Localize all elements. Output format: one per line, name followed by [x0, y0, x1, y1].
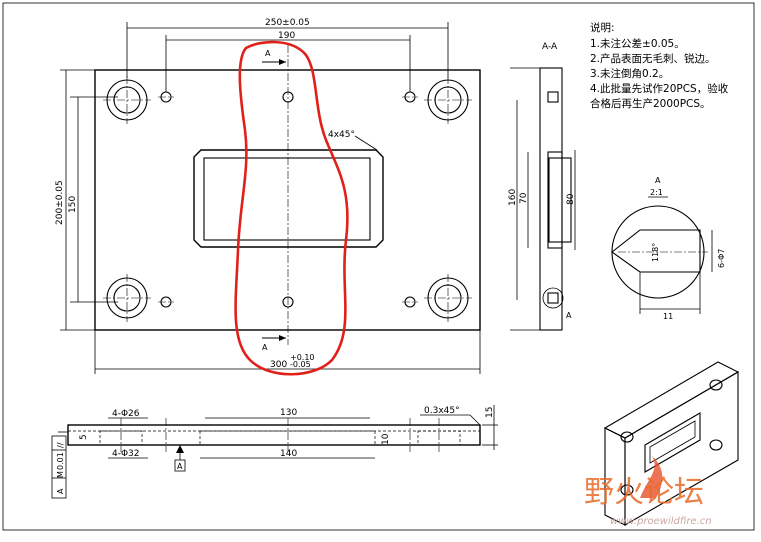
red-markup-outline [234, 40, 349, 376]
note-item: 2.产品表面无毛刺、锐边。 [590, 52, 716, 65]
dim-total: 160 [508, 189, 518, 206]
gdt-value: 0.01 [56, 452, 65, 470]
front-view: 4-Φ26 4-Φ32 130 140 0.3x45° 15 10 5 A // [51, 405, 498, 499]
detail-ref: A [566, 311, 572, 320]
dim-bottom-tol-lower: -0.05 [290, 360, 311, 369]
note-item: 4.此批量先试作20PCS，验收 [590, 82, 729, 95]
notes-block: 说明: 1.未注公差±0.05。 2.产品表面无毛刺、锐边。 3.未注倒角0.2… [590, 21, 729, 110]
section-view: A-A A 160 70 80 [508, 42, 576, 331]
notes-heading: 说明: [590, 21, 615, 34]
datum-box [174, 459, 186, 472]
central-window [193, 149, 384, 248]
gdt-modifier: M [56, 471, 65, 478]
note-item: 1.未注公差±0.05。 [590, 37, 685, 50]
dim-window-bottom: 140 [280, 449, 297, 459]
dim-overall-width: 250±0.05 [265, 18, 310, 28]
gdt-symbol: // [56, 442, 65, 448]
section-title: A-A [542, 42, 558, 52]
counterbore-hole-bottom-left [103, 274, 151, 322]
detail-scale: 2:1 [650, 188, 663, 197]
dim-thickness: 15 [485, 407, 495, 418]
dim-hole-height: 150 [68, 196, 78, 213]
watermark: 野火论坛 www.proewildfire.cn [584, 456, 712, 527]
detail-length: 11 [663, 312, 673, 321]
drawing-frame [2, 2, 755, 531]
front-chamfer: 0.3x45° [424, 406, 460, 416]
watermark-url: www.proewildfire.cn [610, 516, 712, 527]
watermark-brand: 野火论坛 [584, 475, 704, 510]
flame-icon [640, 456, 663, 498]
counterbore-bottom-label: 4-Φ32 [112, 449, 140, 459]
datum-label: A [177, 462, 183, 471]
counterbore-top-label: 4-Φ26 [112, 409, 140, 419]
chamfer-label: 4x45° [328, 130, 355, 140]
gdt-datum: A [56, 488, 65, 494]
drill-profile [611, 229, 701, 273]
chamfer-leader [354, 135, 378, 151]
plate-outline [94, 69, 481, 331]
dim-inner: 10 [381, 433, 391, 445]
top-view: 4x45° 250±0.05 190 200±0.05 150 300 +0.1… [55, 18, 481, 376]
dim-pocket-inner: 70 [519, 192, 529, 204]
section-label-top: A [265, 49, 271, 58]
dim-window-top: 130 [280, 408, 297, 418]
dim-bottom-tol-upper: +0.10 [290, 353, 315, 362]
dim-left: 5 [79, 434, 89, 440]
counterbore-hole-top-left [103, 76, 151, 124]
isometric-view [603, 361, 740, 526]
note-item: 3.未注倒角0.2。 [590, 67, 669, 80]
dim-overall-height: 200±0.05 [55, 180, 65, 225]
dim-hole-span: 190 [278, 31, 295, 41]
section-label-bottom: A [262, 343, 268, 352]
counterbore-hole-top-right [424, 76, 472, 124]
detail-label: A [655, 176, 661, 185]
dim-bottom-width: 300 [270, 360, 287, 370]
dim-pocket-outer: 80 [566, 193, 576, 205]
counterbore-hole-bottom-right [424, 274, 472, 322]
gdt-frame: // 0.01 M A [51, 431, 68, 499]
detail-angle: 118° [651, 243, 660, 262]
detail-diameter: 6-Φ7 [717, 249, 726, 268]
section-body [539, 67, 563, 331]
detail-view: A 2:1 118° 6-Φ7 11 [611, 176, 726, 321]
note-item: 合格后再生产2000PCS。 [590, 97, 711, 110]
